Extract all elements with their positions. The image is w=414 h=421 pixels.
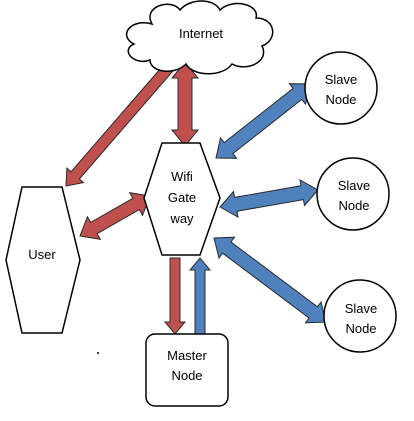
slave-node-2: Slave Node — [316, 157, 390, 231]
internet-label: Internet — [179, 26, 223, 41]
slave-node-2-label-line-1: Slave — [338, 178, 371, 193]
slave-node-3-circle — [323, 279, 397, 353]
slave-node-2-circle — [316, 157, 390, 231]
master-node: Master Node — [145, 333, 229, 407]
master-node-label-line-2: Node — [171, 368, 202, 383]
gateway-label-line-2: Gate — [168, 190, 196, 205]
stray-dot — [97, 352, 99, 354]
slave-node-2-label-line-2: Node — [338, 198, 369, 213]
slave-node-3: Slave Node — [323, 279, 397, 353]
user-label: User — [28, 247, 56, 262]
user-node: User — [5, 186, 81, 334]
gateway-label-line-3: way — [169, 211, 194, 226]
arrows-layer — [65, 61, 327, 335]
arrow-gateway-to-user — [79, 192, 151, 240]
gateway-label-line-1: Wifi — [171, 169, 193, 184]
arrow-gateway-to-slave-1 — [215, 83, 311, 159]
slave-node-1-label-line-1: Slave — [325, 72, 358, 87]
gateway-node: Wifi Gate way — [143, 142, 221, 256]
master-node-label-line-1: Master — [167, 348, 207, 363]
arrow-gateway-to-slave-2 — [219, 178, 319, 219]
slave-node-1-circle — [304, 51, 378, 125]
slave-node-3-label-line-1: Slave — [345, 301, 378, 316]
gateway-hexagon — [143, 142, 221, 256]
arrow-internet-to-user — [65, 61, 175, 187]
master-node-box — [145, 333, 229, 407]
slave-node-1-label-line-2: Node — [325, 92, 356, 107]
arrow-master-to-gateway — [188, 257, 212, 335]
internet-node: Internet — [126, 0, 274, 75]
arrow-internet-to-gateway — [170, 61, 200, 147]
arrow-gateway-to-slave-3 — [213, 236, 327, 324]
slave-node-1: Slave Node — [304, 51, 378, 125]
slave-node-3-label-line-2: Node — [345, 321, 376, 336]
user-hexagon — [5, 186, 81, 334]
cloud-shape — [126, 0, 274, 75]
arrow-gateway-to-master — [163, 257, 187, 335]
